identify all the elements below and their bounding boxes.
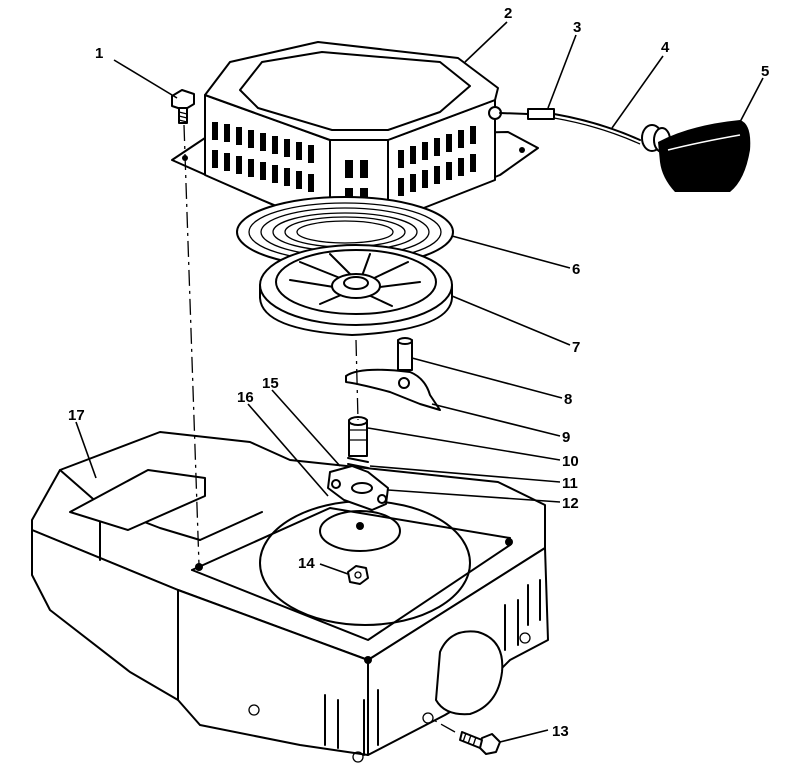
callout-17: 17	[68, 407, 85, 424]
callout-2: 2	[504, 5, 512, 22]
shaft	[348, 416, 368, 457]
cup	[356, 522, 364, 530]
callout-15: 15	[262, 375, 279, 392]
nut-center	[347, 565, 369, 585]
pawl	[345, 368, 441, 411]
callout-7: 7	[572, 339, 580, 356]
screw-side	[459, 731, 501, 755]
pulley	[259, 244, 453, 336]
callout-16: 16	[237, 389, 254, 406]
callout-4: 4	[661, 39, 670, 56]
callout-8: 8	[564, 391, 572, 408]
leader-lines	[75, 21, 764, 743]
callout-5: 5	[761, 63, 769, 80]
callout-3: 3	[573, 19, 581, 36]
bolt	[171, 89, 195, 124]
callout-labels: 1 2 3 4 5 6 7 8 9 10 11 12 13 14 15 16 1…	[68, 5, 769, 740]
callout-14: 14	[298, 555, 315, 572]
handle	[658, 120, 751, 192]
starter-housing	[171, 41, 539, 231]
plate	[327, 465, 389, 511]
rope-assembly	[499, 108, 751, 192]
blower-housing	[31, 431, 549, 763]
callout-10: 10	[562, 453, 579, 470]
callout-6: 6	[572, 261, 580, 278]
housing-vents-right	[398, 126, 476, 196]
callout-13: 13	[552, 723, 569, 740]
callout-9: 9	[562, 429, 570, 446]
housing-vents-left	[212, 122, 314, 192]
callout-11: 11	[562, 475, 578, 492]
callout-1: 1	[95, 45, 103, 62]
pawl-pin	[397, 337, 413, 371]
callout-12: 12	[562, 495, 579, 512]
